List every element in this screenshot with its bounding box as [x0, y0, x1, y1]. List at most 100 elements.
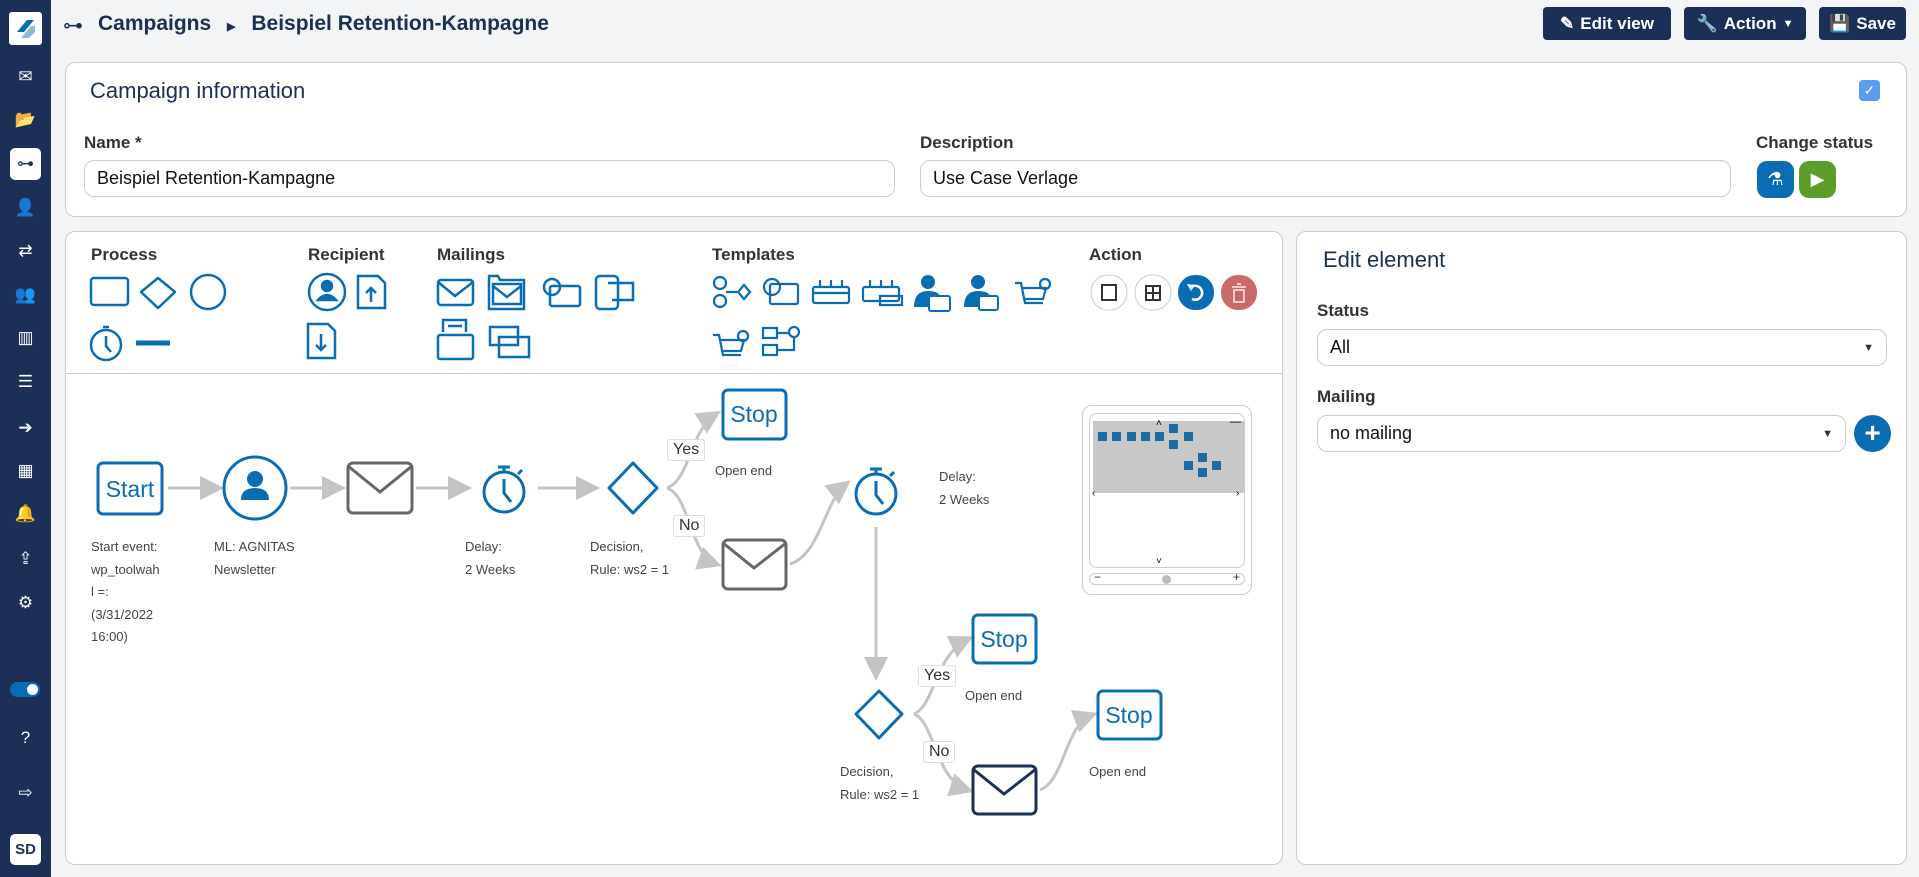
minimap-nodes: ˄ — ‹ › ˅ — [1092, 416, 1241, 567]
edit-element-panel — [1296, 231, 1907, 865]
decision-tool-icon[interactable] — [139, 276, 177, 310]
edit-icon: ✎ — [1560, 13, 1575, 33]
minimap-minimize-icon[interactable]: — — [1230, 416, 1241, 428]
welcome-template-icon[interactable] — [914, 275, 951, 312]
folder-icon[interactable]: 📂 — [14, 110, 37, 129]
recipient-tool-icon[interactable] — [189, 273, 227, 311]
action-label: Action — [1089, 245, 1142, 264]
status-select[interactable]: All▼ — [1317, 329, 1887, 366]
workflow-template-icon[interactable] — [761, 325, 801, 357]
followup-mailing-icon[interactable] — [487, 274, 526, 311]
action-button[interactable]: 🔧Action▼ — [1684, 7, 1806, 40]
multi-mailing-icon[interactable] — [488, 325, 531, 359]
campaign-info-title: Campaign information — [90, 78, 306, 103]
start-node[interactable]: Start — [96, 461, 164, 516]
stop-node[interactable]: Stop — [721, 388, 788, 441]
recipient-circle-icon[interactable] — [307, 272, 347, 312]
minimap-viewport[interactable]: ˄ — ‹ › ˅ — [1089, 413, 1245, 568]
minimap[interactable]: ˄ — ‹ › ˅ − + — [1082, 405, 1252, 595]
edge[interactable] — [789, 480, 851, 566]
confirmation-template-icon[interactable] — [762, 277, 800, 306]
label-line: Delay: — [465, 539, 502, 554]
toggle-switch[interactable] — [10, 682, 40, 697]
undo-button[interactable] — [1178, 275, 1214, 310]
minimap-up-icon[interactable]: ˄ — [1156, 418, 1162, 429]
no-branch-label: No — [673, 515, 706, 537]
sms-mailing-icon[interactable] — [594, 274, 635, 311]
activate-status-button[interactable]: ▶ — [1799, 161, 1836, 198]
timer-tool-icon[interactable] — [89, 325, 123, 362]
delay-node[interactable] — [854, 467, 898, 516]
description-input[interactable]: Use Case Verlage — [920, 160, 1731, 197]
date-mailing-icon[interactable] — [436, 318, 475, 361]
open-end-label: Open end — [715, 463, 773, 478]
mailing-node[interactable] — [346, 461, 414, 515]
import-icon[interactable] — [356, 274, 387, 310]
cart-download-template-icon[interactable] — [1015, 277, 1052, 305]
label-line: Start event: — [91, 539, 158, 554]
recipient-node[interactable] — [222, 455, 288, 521]
start-stop-tool-icon[interactable] — [89, 276, 130, 307]
app-logo[interactable] — [9, 12, 42, 45]
upload-icon[interactable]: ⇪ — [18, 549, 33, 568]
bell-icon[interactable]: 🔔 — [14, 504, 37, 523]
gear-icon[interactable]: ⚙ — [17, 593, 34, 612]
mailing-label: Mailing — [1317, 387, 1376, 406]
grid-button[interactable] — [1134, 274, 1172, 311]
collapse-checkbox[interactable]: ✓ — [1859, 80, 1880, 101]
zoom-slider[interactable]: − + — [1089, 570, 1245, 585]
label-line: Delay: — [939, 469, 976, 484]
reactivation-template-icon[interactable] — [964, 275, 999, 311]
logout-icon[interactable]: ⇨ — [18, 783, 33, 802]
zoom-out-icon[interactable]: − — [1094, 570, 1102, 584]
status-value: All — [1330, 337, 1351, 357]
label-line: (3/31/2022 — [91, 606, 154, 622]
label-line: 2 Weeks — [939, 491, 990, 507]
delay-node[interactable] — [482, 465, 526, 514]
list-icon[interactable]: ☰ — [17, 372, 34, 391]
exchange-icon[interactable]: ⇄ — [18, 241, 33, 260]
mailing-select[interactable]: no mailing▼ — [1317, 415, 1846, 452]
export-icon[interactable] — [306, 322, 337, 360]
forward-icon[interactable]: ➔ — [18, 418, 33, 437]
delete-button[interactable] — [1221, 275, 1257, 310]
zoom-in-icon[interactable]: + — [1232, 570, 1240, 584]
groups-icon[interactable]: 👥 — [14, 285, 37, 304]
mailing-node[interactable] — [721, 538, 788, 591]
statistics-icon[interactable]: ▥ — [17, 328, 34, 347]
decision-node[interactable] — [607, 461, 659, 515]
cart-upload-template-icon[interactable] — [713, 329, 750, 357]
breadcrumb-campaigns[interactable]: Campaigns — [98, 12, 212, 35]
chevron-down-icon: ▼ — [1822, 427, 1833, 440]
birthday-voucher-template-icon[interactable] — [861, 280, 904, 307]
stop-node[interactable]: Stop — [971, 613, 1038, 665]
label-line: wp_toolwah — [91, 561, 160, 577]
user-avatar[interactable]: SD — [10, 834, 41, 865]
edit-view-button[interactable]: ✎Edit view — [1543, 7, 1671, 40]
action-mailing-icon[interactable] — [542, 277, 582, 308]
mailing-icon[interactable]: ✉ — [18, 67, 33, 86]
mailing-tool-icon[interactable] — [436, 278, 475, 307]
ab-test-template-icon[interactable] — [712, 275, 752, 309]
zoom-slider-handle[interactable] — [1162, 575, 1171, 584]
decision-node[interactable] — [854, 689, 904, 740]
name-input[interactable]: Beispiel Retention-Kampagne — [84, 160, 895, 197]
change-status-label: Change status — [1756, 133, 1874, 152]
mailing-node-selected[interactable] — [971, 764, 1038, 816]
test-status-button[interactable]: ⚗ — [1757, 161, 1794, 198]
help-icon[interactable]: ? — [20, 728, 31, 747]
campaigns-icon[interactable]: ⊶ — [10, 148, 41, 180]
recipient-label: Recipient — [308, 245, 385, 264]
minimap-right-icon[interactable]: › — [1236, 488, 1239, 499]
stop-text: Stop — [1105, 702, 1152, 728]
stop-node[interactable]: Stop — [1096, 689, 1163, 741]
fit-view-button[interactable] — [1090, 274, 1128, 311]
grid-icon[interactable]: ▦ — [17, 461, 34, 480]
save-button[interactable]: 💾Save — [1819, 7, 1906, 40]
birthday-template-icon[interactable] — [811, 280, 851, 305]
edge[interactable] — [1039, 710, 1098, 792]
minimap-down-icon[interactable]: ˅ — [1156, 556, 1162, 567]
minimap-left-icon[interactable]: ‹ — [1092, 488, 1095, 499]
recipient-icon[interactable]: 👤 — [14, 198, 37, 217]
add-mailing-button[interactable]: + — [1854, 415, 1891, 452]
